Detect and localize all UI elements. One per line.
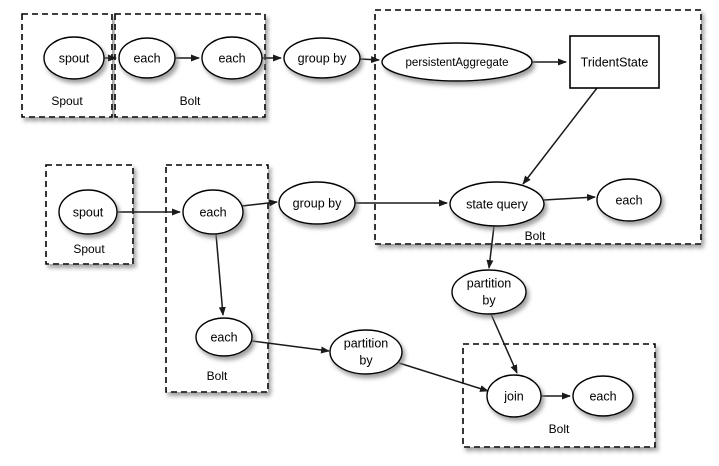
node-ellipse-shape: [195, 317, 253, 357]
node-partitionby-2: partition by: [329, 329, 403, 375]
node-ellipse-shape: [283, 37, 361, 79]
group-box-label: Spout: [73, 242, 105, 256]
node-ellipse-shape: [182, 189, 244, 235]
node-each-4: each: [596, 178, 662, 222]
node-each-3: each: [182, 189, 244, 235]
node-statequery: state query: [449, 181, 545, 227]
node-ellipse-shape: [449, 181, 545, 227]
node-tridentstate: TridentState: [569, 35, 660, 89]
node-each-5: each: [195, 317, 253, 357]
edge-groupby-1-to-persistentaggregate: [359, 56, 380, 64]
node-spout-2: spout: [58, 189, 118, 235]
node-label: group by: [293, 196, 342, 210]
group-box-label: Bolt: [525, 229, 546, 243]
node-label: each: [615, 193, 642, 207]
node-label: each: [199, 205, 226, 219]
node-ellipse-shape: [451, 269, 527, 315]
edges-layer: [104, 54, 598, 400]
group-box-label: Bolt: [180, 94, 201, 108]
node-ellipse-shape: [118, 37, 176, 79]
node-label: spout: [59, 51, 90, 65]
node-label: TridentState: [581, 55, 649, 69]
node-label: each: [218, 51, 245, 65]
node-ellipse-shape: [596, 178, 662, 222]
node-join: join: [486, 374, 542, 418]
group-box-label: Bolt: [549, 422, 570, 436]
edge-each-3-to-groupby-2: [241, 199, 278, 207]
node-ellipse-shape: [58, 189, 118, 235]
node-ellipse-shape: [43, 36, 105, 80]
node-label-line1: partition: [344, 336, 389, 350]
node-label-line2: by: [359, 353, 373, 367]
edge-statequery-to-each-4: [543, 193, 596, 201]
node-partitionby-1: partition by: [451, 269, 527, 315]
node-rect-shape: [569, 35, 660, 89]
node-groupby-1: group by: [283, 37, 361, 79]
edge-partitionby-1-to-join: [490, 313, 518, 374]
node-ellipse-shape: [329, 329, 403, 375]
edge-tridentstate-to-statequery: [522, 87, 598, 185]
node-label: each: [133, 51, 160, 65]
node-ellipse-shape: [381, 42, 533, 82]
node-ellipse-shape: [201, 36, 263, 80]
edge-each-3-to-each-5: [215, 233, 226, 316]
edge-statequery-to-partitionby-1: [486, 225, 495, 269]
edge-each-5-to-partitionby-2: [251, 340, 330, 354]
node-groupby-2: group by: [278, 181, 356, 225]
node-label: state query: [466, 197, 529, 211]
group-box-label: Bolt: [207, 369, 228, 383]
node-label: spout: [73, 205, 104, 219]
node-each-2: each: [201, 36, 263, 80]
node-label: join: [503, 389, 524, 403]
node-persistentaggregate: persistentAggregate: [381, 42, 533, 82]
nodes-layer: spout each each group by persistentAggregate…: [43, 35, 662, 418]
node-label: group by: [298, 51, 347, 65]
node-spout-1: spout: [43, 36, 105, 80]
node-label-line2: by: [482, 293, 496, 307]
edge-partitionby-2-to-join: [398, 362, 489, 392]
node-label: each: [210, 330, 237, 344]
node-ellipse-shape: [572, 375, 634, 417]
node-each-1: each: [118, 37, 176, 79]
node-each-6: each: [572, 375, 634, 417]
node-ellipse-shape: [486, 374, 542, 418]
node-label-line1: partition: [467, 276, 512, 290]
node-ellipse-shape: [278, 181, 356, 225]
group-box-label: Spout: [51, 94, 83, 108]
node-label: each: [589, 389, 616, 403]
node-label: persistentAggregate: [406, 57, 509, 69]
